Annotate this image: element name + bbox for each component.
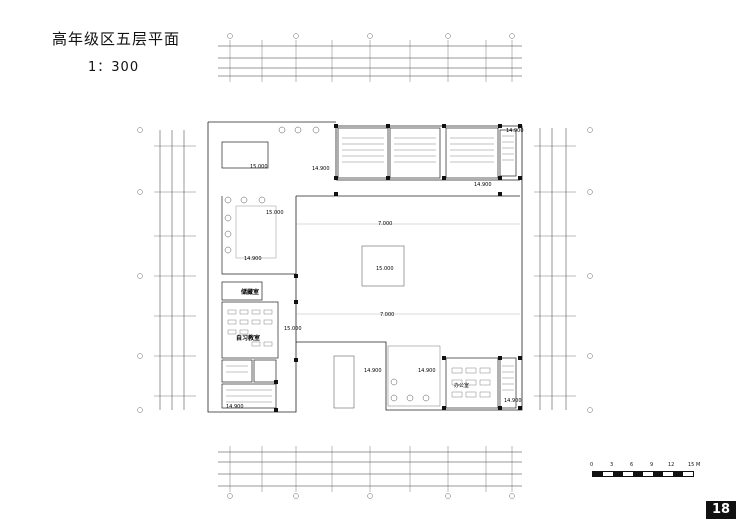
elevation-label: 14.900 [244,256,262,262]
elevation-label: 14.900 [226,404,244,410]
room-label-selfstudy: 自习教室 [236,334,260,342]
classroom-block-bottom [387,345,517,409]
scale-tick-label: 9 [650,462,654,468]
elevation-label: 15.000 [250,164,268,170]
elevation-label: 7.000 [378,221,392,227]
elevation-label: 14.900 [504,398,522,404]
scale-bar-ticks: 0 3 6 9 12 15 M [590,462,730,470]
elevation-label: 14.900 [364,368,382,374]
elevation-label: 14.900 [474,182,492,188]
scale-bar-segments [592,471,694,477]
scale-tick-label: 15 M [688,462,701,468]
elevation-label: 14.900 [312,166,330,172]
building-outline [207,121,523,413]
elevation-label: 15.000 [284,326,302,332]
grid-ticks [154,40,576,492]
right-dimension-lines [539,128,567,410]
scale-tick-label: 12 [668,462,675,468]
elevation-label: 15.000 [266,210,284,216]
drawing-title: 高年级区五层平面 [52,30,181,48]
scale-tick-label: 3 [610,462,614,468]
elevation-label: 14.900 [418,368,436,374]
left-wing [221,141,296,409]
drawing-scale: 1：300 [88,60,140,75]
axis-bubbles [137,33,593,499]
atrium [296,223,520,409]
room-label-office: 办公室 [454,382,469,389]
page-number: 18 [706,501,736,519]
scale-bar: 0 3 6 9 12 15 M [590,462,730,484]
elevation-label: 14.900 [506,128,524,134]
scale-tick-label: 6 [630,462,634,468]
elevation-label: 7.000 [380,312,394,318]
elevation-label: 15.000 [376,266,394,272]
scale-tick-label: 0 [590,462,594,468]
planters [224,126,430,402]
classroom-block-top [337,127,517,179]
room-label-storage: 储藏室 [240,288,259,296]
left-dimension-lines [159,130,185,410]
structural-columns [274,124,522,412]
elevation-labels: 15.000 14.900 14.900 14.900 7.000 15.000… [226,128,524,410]
